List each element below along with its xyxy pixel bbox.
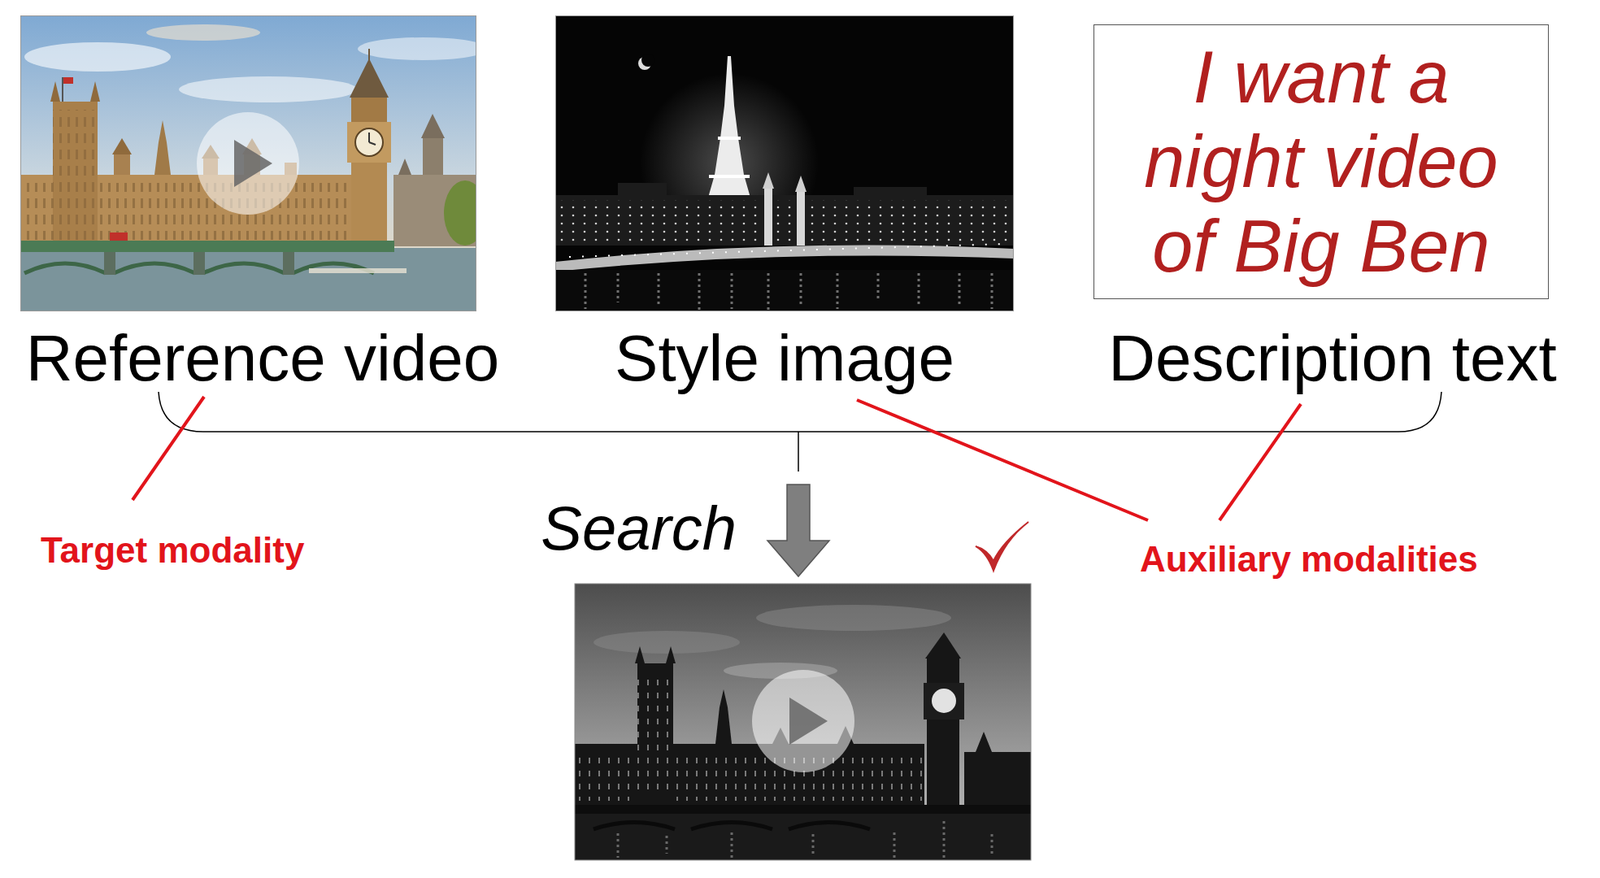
result-video-photo-part [931, 688, 957, 714]
reference-video-photo-part [234, 139, 273, 187]
reference-video-photo-part [61, 77, 64, 102]
style-image-photo-part [569, 243, 1009, 257]
modality-label: Target modality [40, 530, 305, 571]
style-image-photo [555, 15, 1014, 312]
reference-video-photo-part [20, 240, 395, 253]
reference-video-photo-part [355, 128, 383, 157]
style-image-photo-part [764, 188, 773, 246]
text-box: I want a night video of Big BenDescripti… [1093, 24, 1549, 300]
style-image-photo-part [555, 195, 1014, 246]
reference-video-photo-part [146, 24, 261, 41]
result-video-photo-part [593, 822, 870, 831]
reference-video-photo-part [282, 252, 295, 275]
style-image-photo-part [853, 186, 927, 200]
caption-text: Description text [1108, 326, 1557, 392]
reference-video-photo-part [347, 121, 392, 163]
style-image-photo-part [796, 191, 805, 246]
reference-video-photo-part [104, 252, 116, 275]
result-video-photo-part [964, 752, 1031, 808]
reference-video-photo-part [193, 252, 205, 275]
curly-brace [158, 391, 1442, 432]
reference-video-photo-part [351, 121, 387, 247]
reference-video-photo-part [349, 58, 389, 98]
reference-video-photo-part [369, 142, 376, 145]
reference-video-photo-part [308, 268, 407, 274]
reference-video-photo-part [398, 158, 412, 175]
reference-video-photo-part [154, 120, 171, 175]
reference-video-photo-part [421, 113, 445, 139]
result-video-photo-part [637, 663, 674, 808]
result-video-photo-part [925, 632, 961, 659]
reference-video-photo-part [196, 112, 300, 215]
reference-video-photo-part [90, 81, 100, 102]
image-frame: Style image [555, 15, 1014, 312]
reference-video-photo-part [443, 180, 477, 246]
result-video-photo-part [789, 697, 828, 745]
result-video-photo-part [617, 821, 992, 861]
style-image-photo-part [717, 136, 741, 140]
reference-video-photo-part [20, 247, 477, 312]
result-video-photo-part [665, 646, 676, 664]
reference-video-photo-part [24, 42, 171, 72]
result-frame [574, 583, 1031, 861]
result-video-photo [574, 583, 1031, 861]
leader-line [856, 400, 1148, 521]
reference-video-photo-part [113, 154, 131, 175]
result-video-photo-part [637, 674, 674, 797]
result-video-photo-part [574, 583, 1031, 861]
style-image-photo-part [585, 273, 992, 312]
style-image-photo-part [555, 269, 1014, 312]
video-frame: Reference video [20, 15, 477, 312]
style-image-photo-part [555, 15, 1014, 312]
leader-line [132, 396, 205, 500]
result-video-photo-part [926, 658, 960, 683]
result-video-photo-part [756, 604, 952, 631]
reference-video-photo-part [422, 138, 444, 175]
result-video-photo-part [923, 682, 965, 720]
reference-video-photo-part [112, 138, 132, 155]
reference-video-photo-part [368, 48, 370, 61]
description-text: I want a night video of Big Ben [1118, 34, 1524, 289]
reference-video-photo-part [52, 109, 98, 240]
style-image-photo-part [555, 245, 1014, 272]
reference-video-photo-part [351, 97, 387, 122]
leader-line [1219, 404, 1301, 521]
result-video-photo-part [715, 689, 732, 744]
result-video-photo-part [975, 731, 992, 753]
search-arrow [767, 484, 830, 577]
caption-text: Style image [614, 326, 955, 392]
result-video-photo-part [574, 813, 1031, 861]
style-image-photo-part [795, 175, 807, 192]
result-video-photo-part [574, 752, 925, 801]
result-video-photo-part [574, 804, 1031, 814]
result-video-photo-part [593, 630, 740, 654]
style-image-photo-part [555, 200, 1014, 244]
check-mark [975, 521, 1029, 571]
reference-video-photo-part [178, 76, 358, 103]
style-image-photo-part [708, 174, 750, 179]
modality-label: Auxiliary modalities [1139, 539, 1479, 580]
brace-tick [797, 431, 800, 472]
style-image-photo-part [617, 182, 667, 200]
reference-video-photo-part [50, 81, 61, 102]
action-label: Search [540, 494, 737, 563]
result-video-photo-part [752, 669, 855, 773]
text-area: I want a night video of Big Ben [1094, 25, 1548, 299]
result-video-photo-part [574, 743, 925, 808]
style-image-photo-part [762, 172, 774, 189]
reference-video-photo-part [109, 232, 128, 241]
reference-video-photo-part [357, 37, 477, 61]
reference-video-photo-part [368, 132, 370, 143]
caption-text: Reference video [26, 326, 500, 392]
style-image-photo-part [641, 53, 655, 67]
reference-video-photo-part [52, 101, 98, 247]
reference-video-photo-part [63, 77, 74, 84]
result-video-photo-part [634, 646, 645, 664]
reference-video-photo [20, 15, 477, 312]
